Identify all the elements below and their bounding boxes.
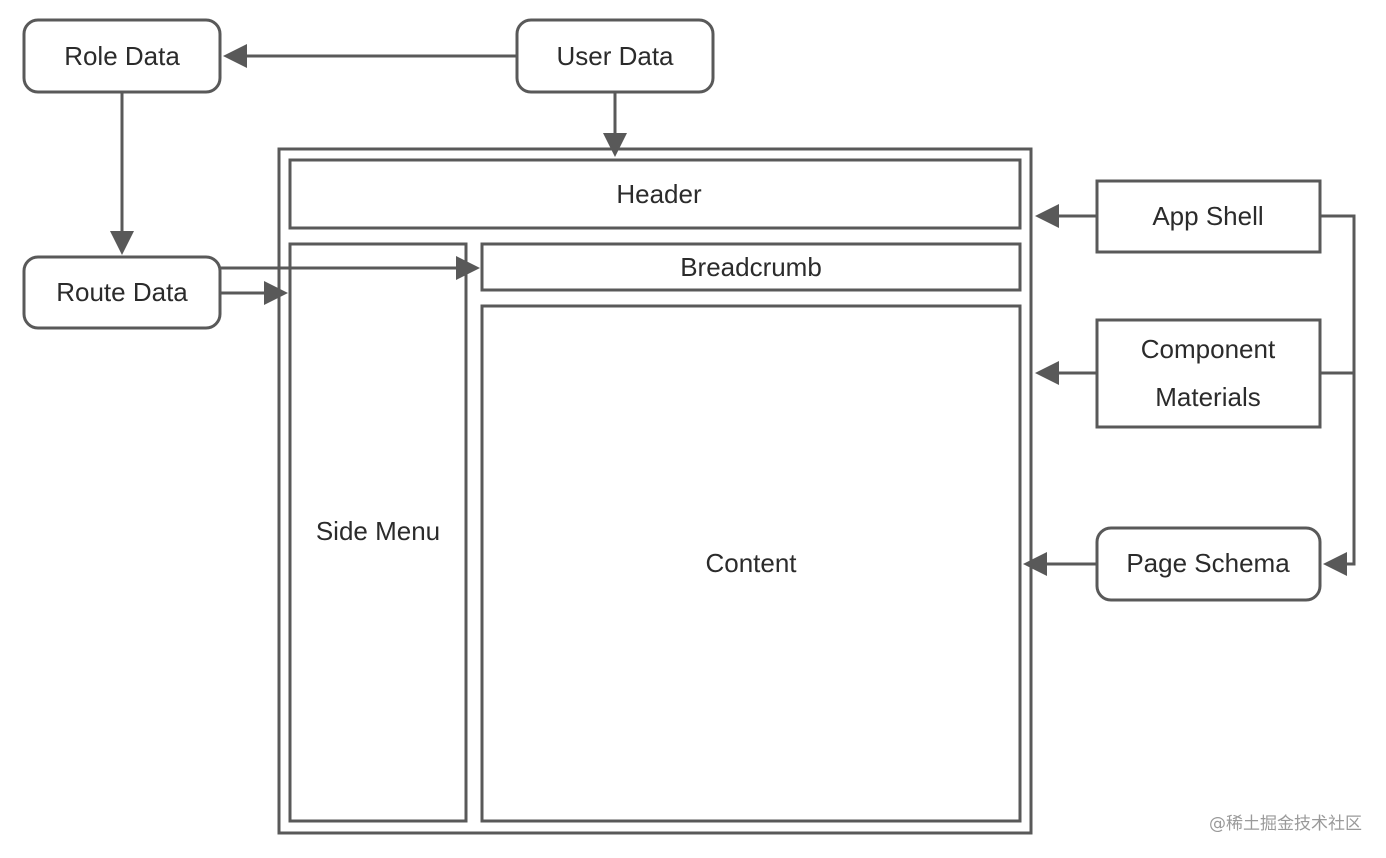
watermark-text: @稀土掘金技术社区 (1209, 814, 1362, 834)
header-label: Header (616, 179, 702, 209)
app-layout-frame (277, 147, 1033, 835)
role-data-node: Role Data (22, 18, 222, 94)
user-data-label: User Data (556, 41, 674, 71)
route-data-label: Route Data (56, 277, 188, 307)
app-shell-label: App Shell (1152, 201, 1263, 231)
user-data-node: User Data (515, 18, 715, 94)
content-label: Content (705, 548, 797, 578)
header-region: Header (288, 158, 1022, 230)
route-data-node: Route Data (22, 255, 222, 330)
page-schema-node: Page Schema (1095, 526, 1322, 602)
side-menu-region: Side Menu (288, 242, 468, 823)
app-shell-node: App Shell (1095, 179, 1322, 254)
role-data-label: Role Data (64, 41, 180, 71)
side-menu-label: Side Menu (316, 516, 440, 546)
component-materials-label-line1: Component (1141, 334, 1276, 364)
page-schema-label: Page Schema (1126, 548, 1290, 578)
breadcrumb-label: Breadcrumb (680, 252, 822, 282)
edge-app-shell-to-page-schema (1320, 214, 1356, 576)
breadcrumb-region: Breadcrumb (480, 242, 1022, 292)
component-materials-node: Component Materials (1095, 318, 1322, 429)
component-materials-label-line2: Materials (1155, 382, 1260, 412)
content-region: Content (480, 304, 1022, 823)
